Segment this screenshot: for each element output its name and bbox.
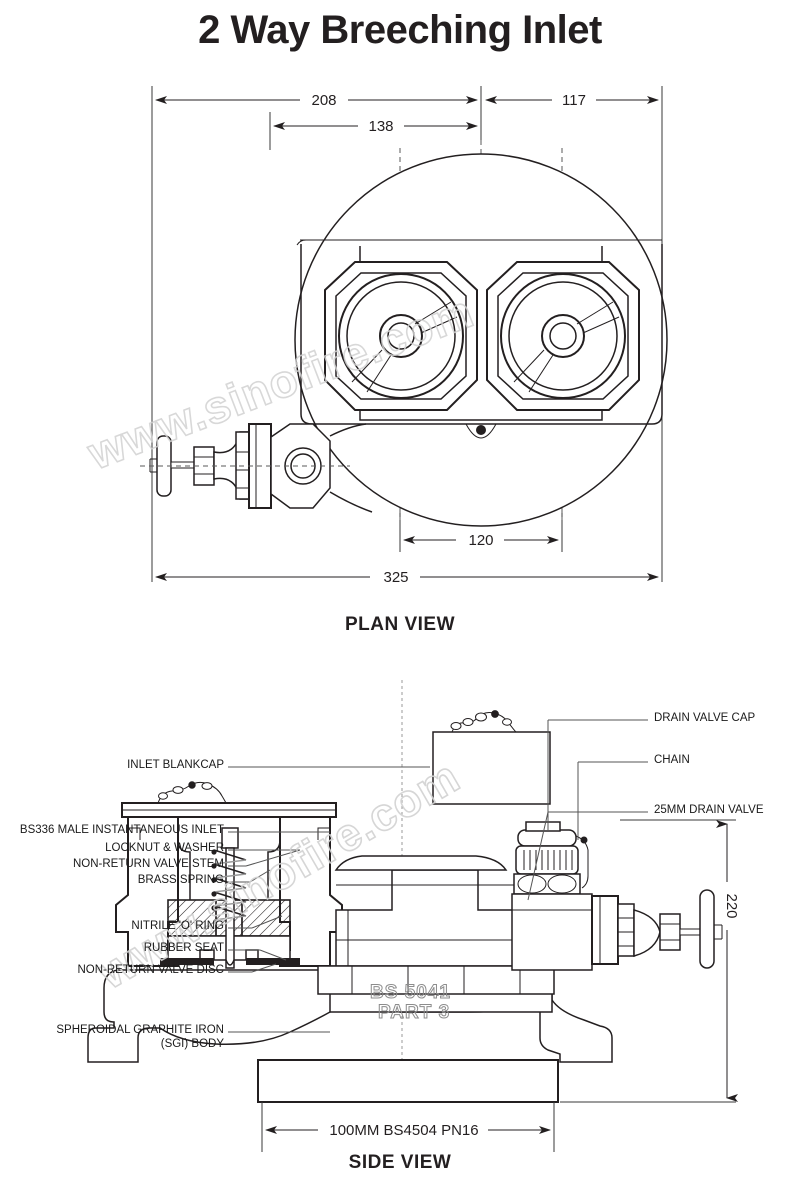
dimension-117: 117 xyxy=(485,92,659,109)
plan-body-outline xyxy=(294,153,668,527)
side-view-drawing: BS 5041 PART 3 xyxy=(87,680,740,1152)
side-view-label: SIDE VIEW xyxy=(348,1152,452,1173)
left-callout-leaders xyxy=(228,766,430,1033)
base-flange xyxy=(257,1059,559,1103)
plan-blankcap-right xyxy=(486,261,640,411)
drain-valve-cap-knurl xyxy=(523,850,573,870)
plan-view-label: PLAN VIEW xyxy=(344,614,456,635)
dimension-120-value: 120 xyxy=(468,532,493,549)
bs-part-mark: BS 5041 PART 3 xyxy=(370,982,451,1024)
plan-centre-boss xyxy=(465,423,497,439)
inlet-blankcap-upper xyxy=(432,710,551,805)
right-callout-leaders xyxy=(527,719,648,901)
non-return-valve-stem-part xyxy=(225,847,235,969)
drain-valve-chain xyxy=(575,835,589,889)
dimension-flange-spec: 100MM BS4504 PN16 xyxy=(261,1102,555,1152)
dimension-325-value: 325 xyxy=(383,569,408,586)
plan-drain-valve-assembly xyxy=(140,423,373,513)
plan-blankcap-left xyxy=(324,261,478,411)
blankcap-chain-upper xyxy=(450,710,517,733)
plan-view-drawing: 208 117 138 xyxy=(79,86,668,586)
dimension-138-value: 138 xyxy=(368,118,393,135)
page-title: 2 Way Breeching Inlet xyxy=(198,8,602,52)
dimension-flange-spec-value: 100MM BS4504 PN16 xyxy=(329,1122,478,1139)
dimension-117-value: 117 xyxy=(562,92,586,109)
bs-mark-line1: BS 5041 xyxy=(370,982,451,1003)
blankcap-chain-section xyxy=(157,781,227,804)
sgi-body-outline xyxy=(87,855,613,1063)
plan-blankcap-left-spokes xyxy=(351,301,458,393)
bs-mark-line2: PART 3 xyxy=(378,1002,450,1023)
dimension-220: 220 xyxy=(560,819,740,1103)
plan-blankcap-right-spokes xyxy=(513,301,620,393)
brass-spring-part xyxy=(213,849,247,921)
rubber-seat-section xyxy=(160,958,214,965)
dimension-138: 138 xyxy=(273,118,478,135)
dimension-208-value: 208 xyxy=(311,92,336,109)
dimension-220-value: 220 xyxy=(723,893,740,918)
inlet-cross-section xyxy=(115,781,343,969)
side-drain-valve-assembly xyxy=(511,821,723,971)
dimension-208: 208 xyxy=(155,92,478,109)
dimension-120: 120 xyxy=(403,532,559,549)
dimension-325: 325 xyxy=(155,569,659,586)
